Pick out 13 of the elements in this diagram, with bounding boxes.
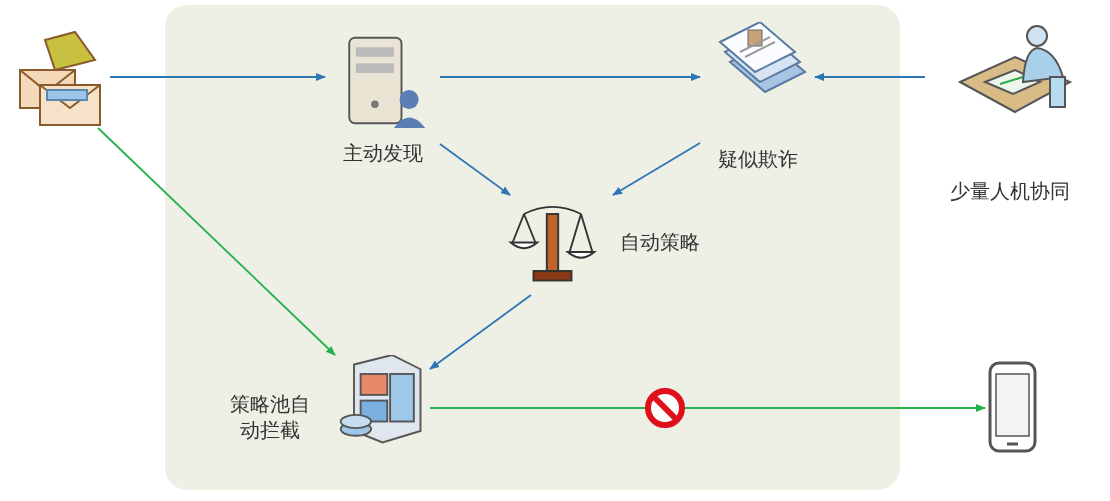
arrow: [439, 143, 511, 196]
arrow: [97, 127, 336, 356]
node-label: 主动发现: [341, 140, 424, 166]
node-label: 策略池自动拦截: [229, 391, 311, 443]
arrow: [429, 404, 986, 412]
node-label: 少量人机协同: [949, 178, 1071, 204]
arrow: [814, 73, 926, 81]
arrow: [439, 73, 701, 81]
arrow: [612, 142, 701, 196]
arrow: [109, 73, 326, 81]
node-label: 疑似欺诈: [716, 146, 799, 172]
node-label: 自动策略: [619, 229, 701, 255]
arrow: [429, 294, 532, 370]
